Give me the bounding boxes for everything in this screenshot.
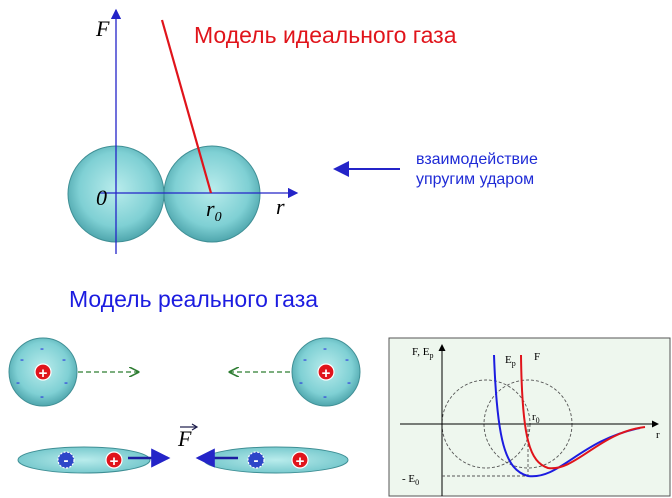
svg-text:-: -	[323, 389, 327, 403]
graph-frame	[388, 337, 671, 497]
nucleus-right	[317, 363, 335, 381]
electron-cloud-right-sign: -	[254, 452, 259, 469]
graph-x-axis-label: r	[656, 429, 660, 441]
potential-energy-curve	[493, 354, 641, 478]
origin-label: 0	[96, 185, 107, 210]
svg-text:-: -	[62, 352, 66, 366]
graph-y-axis-label: F, Ep	[412, 346, 433, 360]
electron-cloud-left-sign: -	[64, 452, 69, 469]
svg-text:-: -	[20, 352, 24, 366]
r0-label: r0	[206, 196, 222, 225]
svg-text:-: -	[345, 352, 349, 366]
hard-sphere-force-curve	[160, 19, 213, 194]
real-gas-title: Модель реального газа	[69, 286, 319, 312]
svg-text:-: -	[323, 341, 327, 355]
svg-text:-: -	[40, 341, 44, 355]
potential-energy-graph: F, Ep r Ep F r0 - E0	[388, 337, 671, 497]
ideal-gas-title: Модель идеального газа	[194, 22, 457, 48]
polarized-molecule-right	[203, 446, 349, 474]
ep-curve-label: Ep	[505, 354, 516, 368]
electron-cloud-left	[57, 451, 75, 469]
svg-text:-: -	[299, 375, 303, 389]
nucleus-left	[34, 363, 52, 381]
sphere-right	[163, 145, 261, 243]
force-curve	[520, 354, 646, 470]
svg-text:-: -	[303, 352, 307, 366]
polarized-molecule-left	[17, 446, 151, 474]
real-gas-polarized: - + - + F	[17, 423, 349, 474]
nucleus-polar-left-sign: +	[110, 453, 119, 470]
force-vector-label: F	[177, 426, 192, 451]
force-axis-label: F	[95, 16, 110, 41]
nucleus-polar-right-sign: +	[296, 453, 305, 470]
svg-text:-: -	[347, 375, 351, 389]
elastic-note-line2: упругим ударом	[416, 171, 535, 188]
electron-cloud-right	[247, 451, 265, 469]
distance-axis-label: r	[276, 194, 285, 219]
electrons-right: - - - - - -	[299, 341, 351, 403]
ideal-gas-model: F r 0 r0	[67, 8, 400, 254]
graph-r0-label: r0	[532, 411, 540, 425]
elastic-collision-note: взаимодействие упругим ударом	[416, 150, 538, 190]
nucleus-left-sign: +	[39, 365, 48, 382]
nucleus-polar-right	[291, 451, 309, 469]
electrons-left: - - - - - -	[16, 341, 68, 403]
nucleus-right-sign: +	[322, 365, 331, 382]
f-curve-label: F	[534, 351, 540, 363]
nucleus-polar-left	[105, 451, 123, 469]
force-vector-arrowhead	[191, 423, 199, 431]
min-energy-label: - E0	[402, 473, 419, 487]
real-gas-attraction: + - - - - - - + - - - - - -	[8, 337, 361, 407]
svg-text:-: -	[16, 375, 20, 389]
elastic-note-line1: взаимодействие	[416, 151, 538, 168]
svg-text:-: -	[64, 375, 68, 389]
svg-text:-: -	[40, 389, 44, 403]
